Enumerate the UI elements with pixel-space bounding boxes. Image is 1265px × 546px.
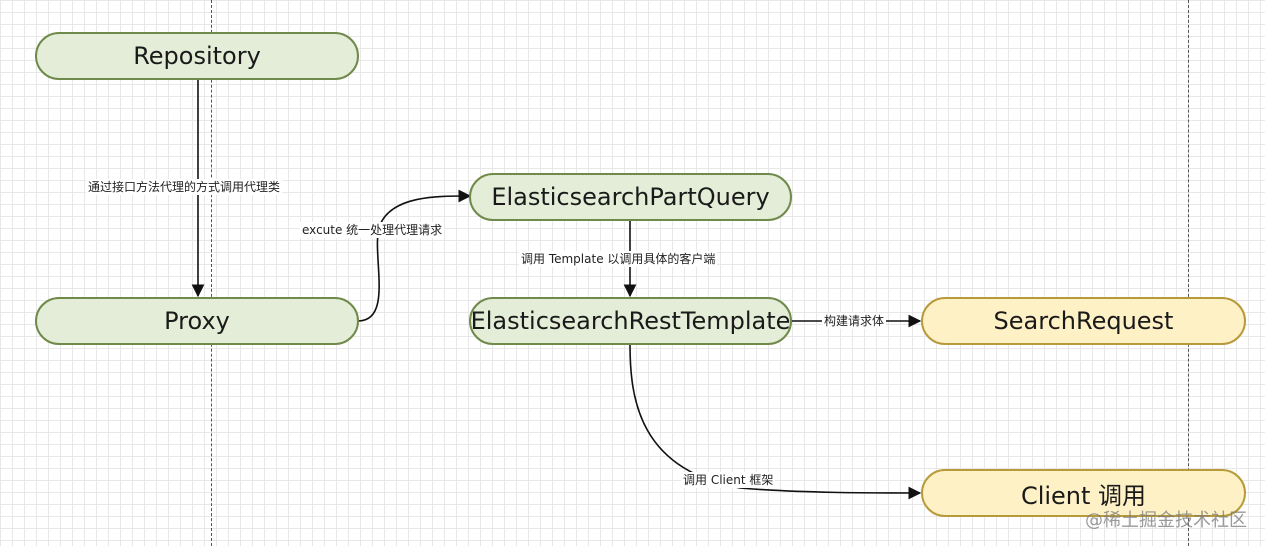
edge-label-partquery-to-resttemplate: 调用 Template 以调用具体的客户端 xyxy=(519,251,718,267)
node-client-label: Client 调用 xyxy=(1020,481,1147,510)
node-repository-label: Repository xyxy=(133,42,261,70)
edge-label-resttemplate-to-searchrequest: 构建请求体 xyxy=(822,313,887,329)
node-proxy: Proxy xyxy=(35,297,359,345)
swimlane-divider-left xyxy=(211,0,212,546)
node-elasticsearch-rest-template: ElasticsearchRestTemplate xyxy=(469,297,792,345)
node-elasticsearch-rest-template-label: ElasticsearchRestTemplate xyxy=(470,307,791,335)
swimlane-divider-right xyxy=(1188,0,1189,546)
node-search-request-label: SearchRequest xyxy=(993,307,1174,335)
edge-label-proxy-to-partquery: excute 统一处理代理请求 xyxy=(300,222,445,238)
node-elasticsearch-part-query-label: ElasticsearchPartQuery xyxy=(491,183,770,211)
node-proxy-label: Proxy xyxy=(164,307,230,335)
watermark: @稀土掘金技术社区 xyxy=(1085,510,1247,531)
node-repository: Repository xyxy=(35,32,359,80)
node-client: Client 调用 xyxy=(921,469,1246,517)
node-elasticsearch-part-query: ElasticsearchPartQuery xyxy=(469,173,792,221)
edge-proxy-to-partquery xyxy=(357,189,472,322)
edge-label-resttemplate-to-client: 调用 Client 框架 xyxy=(681,472,776,488)
edge-label-repository-to-proxy: 通过接口方法代理的方式调用代理类 xyxy=(86,179,283,195)
edge-resttemplate-to-client xyxy=(629,344,922,500)
node-search-request: SearchRequest xyxy=(921,297,1246,345)
